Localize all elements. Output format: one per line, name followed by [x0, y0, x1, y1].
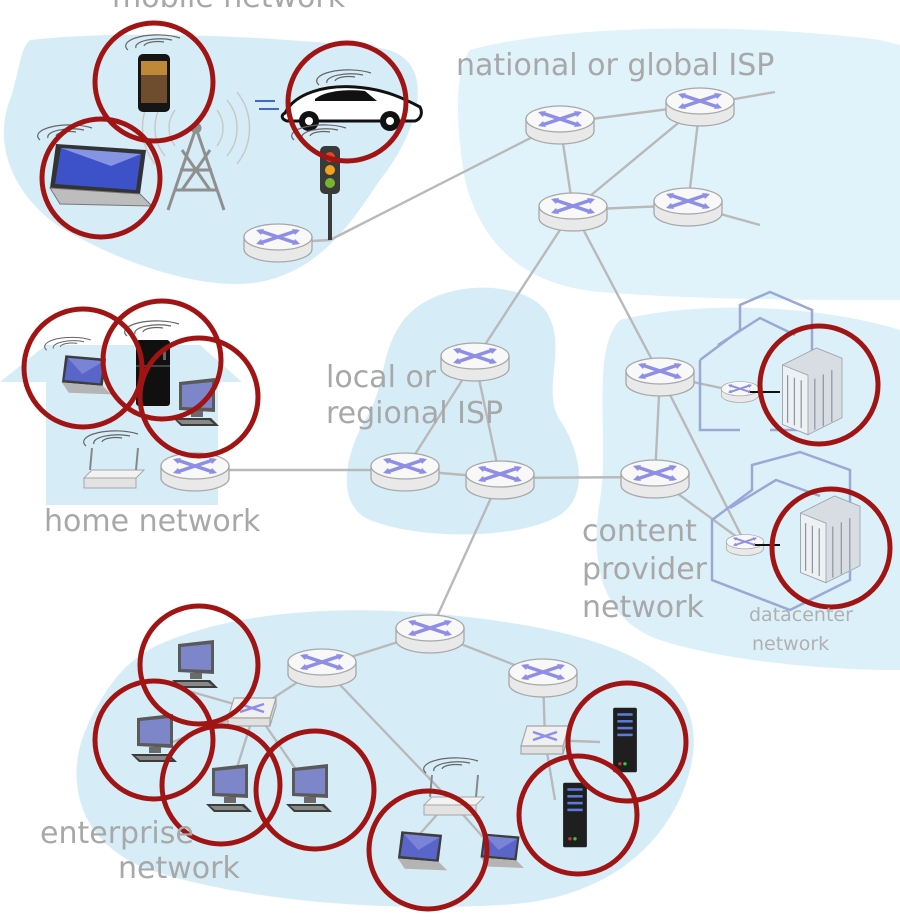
local-isp-label-line1: local or: [326, 360, 437, 395]
laptop-icon: [37, 124, 154, 207]
switch-icon: [519, 724, 571, 756]
server-rack-icon: [561, 781, 589, 849]
home-network-label: home network: [44, 504, 261, 539]
content-provider-label-line3: network: [582, 590, 704, 625]
server-rack-icon: [781, 347, 843, 436]
server-rack-icon: [799, 495, 861, 584]
local-isp-label-line2: regional ISP: [326, 396, 504, 431]
enterprise-label-line1: enterprise: [40, 816, 194, 851]
national-isp-label: national or global ISP: [456, 48, 775, 83]
datacenter-label-line2: network: [752, 633, 830, 655]
content-provider-label-line1: content: [582, 514, 697, 549]
car-icon: [255, 69, 423, 131]
datacenter-building-icon: [698, 290, 852, 612]
content-provider-label-line2: provider: [582, 552, 707, 587]
content-provider-devices: [619, 290, 861, 612]
datacenter-label-line1: datacenter: [749, 604, 853, 626]
server-rack-icon: [611, 706, 639, 774]
router-icon: [242, 222, 314, 264]
smartphone-icon: [125, 34, 181, 112]
mobile-network-label: mobile network: [112, 0, 345, 14]
enterprise-label-line2: network: [118, 851, 240, 886]
end-host-highlights: [21, 20, 893, 912]
national-isp-region: [458, 28, 900, 301]
